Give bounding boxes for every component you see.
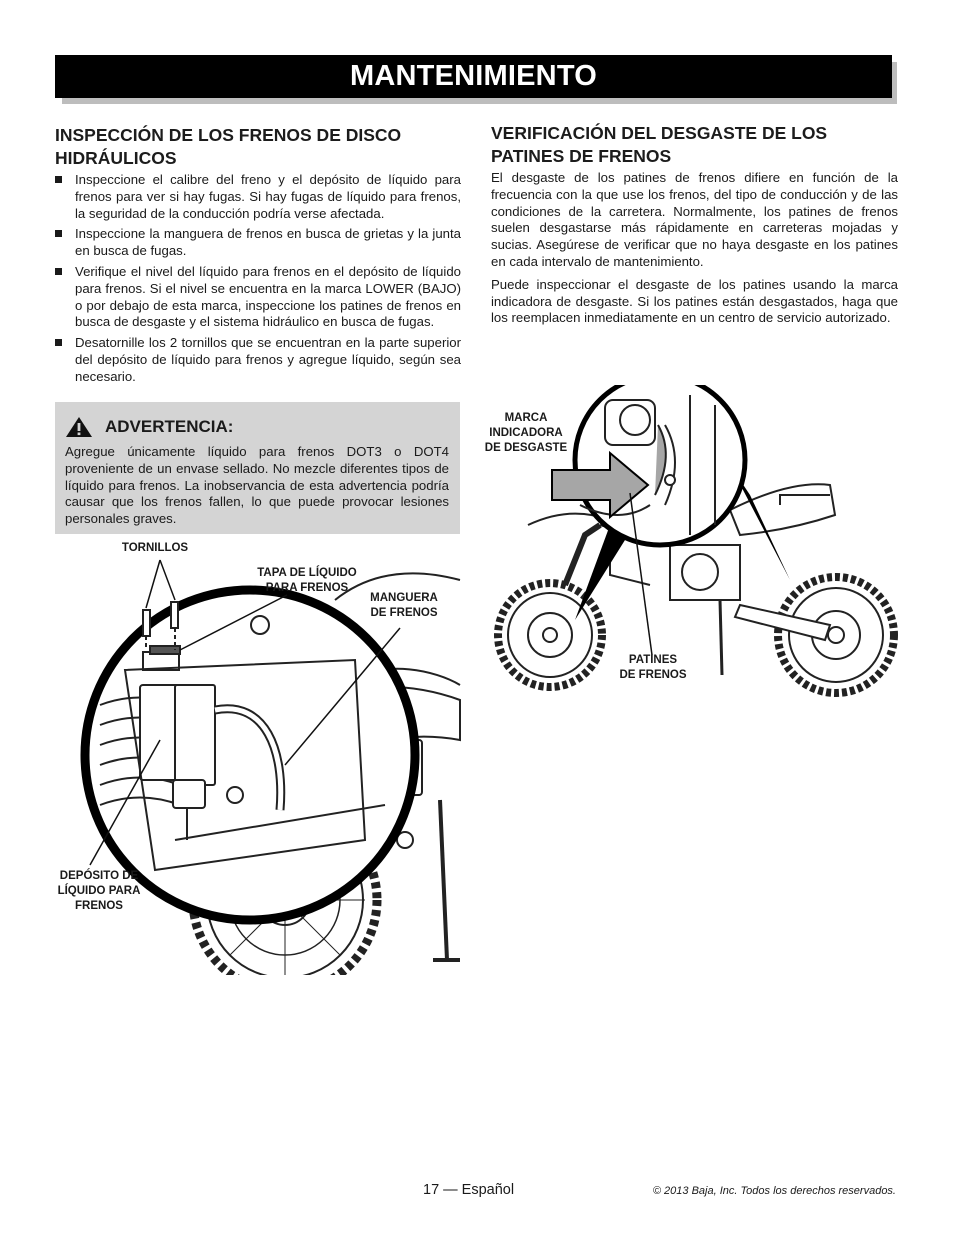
bullet-square-icon — [55, 176, 62, 183]
left-heading-line2: HIDRÁULICOS — [55, 148, 177, 168]
list-item: Inspeccione el calibre del freno y el de… — [55, 172, 461, 222]
list-item: Desatornille los 2 tornillos que se encu… — [55, 335, 461, 385]
right-callout-lines — [629, 492, 653, 656]
wear-indicator-arrow — [551, 450, 650, 520]
list-item: Inspeccione la manguera de frenos en bus… — [55, 226, 461, 260]
bike-wheels — [494, 573, 898, 697]
callout-screws: TORNILLOS — [121, 542, 189, 554]
left-section-heading: INSPECCIÓN DE LOS FRENOS DE DISCO HIDRÁU… — [55, 124, 401, 170]
bullet-square-icon — [55, 230, 62, 238]
page-number: 17 — Español — [423, 1182, 515, 1198]
right-paragraph-1: El desgaste de los patines de frenos dif… — [491, 170, 898, 269]
warning-title: ADVERTENCIA: — [105, 417, 234, 436]
left-bullet-list: Inspeccione el calibre del freno y el de… — [55, 172, 461, 390]
right-paragraph-2: Puede inspeccionar el desgaste de los pa… — [491, 276, 898, 326]
caliper-detail — [579, 395, 716, 535]
left-callout-lines — [89, 559, 401, 866]
reservoir-detail — [99, 601, 386, 872]
warning-box: ADVERTENCIA: Agregue únicamente líquido … — [55, 402, 460, 534]
right-section-heading: VERIFICACIÓN DEL DESGASTE DE LOS PATINES… — [491, 122, 827, 168]
zoom-circle — [80, 585, 420, 925]
bullet-square-icon — [55, 339, 62, 347]
warning-text: Agregue únicamente líquido para frenos D… — [65, 444, 449, 527]
copyright-notice: © 2013 Baja, Inc. Todos los derechos res… — [652, 1185, 896, 1197]
warning-triangle-icon — [66, 417, 92, 437]
zoom-wedge-right — [730, 465, 790, 580]
page-title: MANTENIMIENTO — [55, 55, 892, 98]
brake-pad-illustration — [494, 385, 898, 697]
bike-frame — [527, 483, 837, 676]
left-heading-line1: INSPECCIÓN DE LOS FRENOS DE DISCO — [55, 125, 402, 145]
list-item: Verifique el nivel del líquido para fren… — [55, 264, 461, 331]
right-heading-line2: PATINES DE FRENOS — [491, 146, 672, 166]
right-body: El desgaste de los patines de frenos dif… — [491, 170, 898, 333]
bullet-square-icon — [55, 267, 62, 275]
right-heading-line1: VERIFICACIÓN DEL DESGASTE DE LOS — [491, 123, 828, 143]
brake-reservoir-illustration — [80, 559, 461, 975]
